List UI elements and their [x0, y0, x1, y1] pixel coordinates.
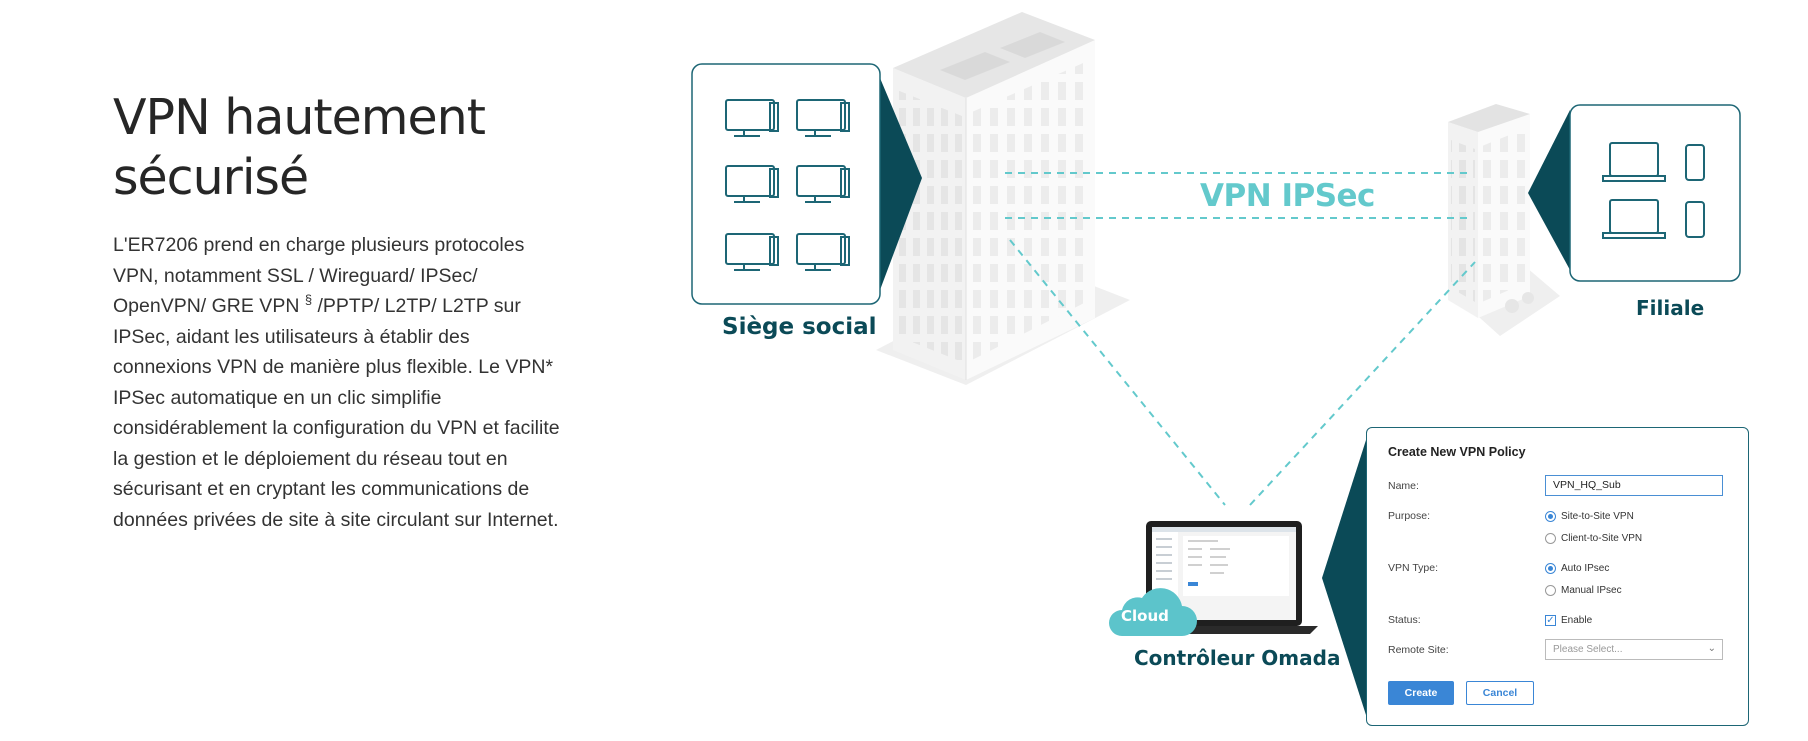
chevron-down-icon: ⌄ — [1707, 643, 1716, 654]
title-line-2: sécurisé — [113, 149, 309, 206]
checkbox-label: Enable — [1561, 615, 1593, 626]
remote-site-placeholder: Please Select... — [1553, 644, 1623, 655]
name-label: Name: — [1388, 480, 1419, 492]
hq-label: Siège social — [722, 314, 877, 340]
cloud-icon — [1109, 588, 1197, 636]
desktop-icon — [796, 165, 850, 203]
radio-selected-icon — [1545, 563, 1556, 574]
controller-label: Contrôleur Omada — [1134, 646, 1341, 670]
vpn-tunnel — [1005, 172, 1476, 506]
page-title: VPN hautement sécurisé — [113, 88, 563, 208]
purpose-site-to-site-radio[interactable]: Site-to-Site VPN — [1545, 511, 1634, 522]
checkbox-checked-icon: ✓ — [1545, 615, 1556, 626]
description-text-1: L'ER7206 prend en charge plusieurs proto… — [113, 234, 525, 317]
cloud-label: Cloud — [1121, 607, 1169, 625]
vpn-policy-form: Create New VPN Policy Name: VPN_HQ_Sub P… — [1366, 427, 1749, 726]
name-input[interactable]: VPN_HQ_Sub — [1545, 475, 1723, 496]
description-paragraph: L'ER7206 prend en charge plusieurs proto… — [113, 230, 563, 535]
radio-label: Manual IPsec — [1561, 585, 1622, 596]
description-text-2: /PPTP/ L2TP/ L2TP sur IPSec, aidant les … — [113, 295, 560, 531]
status-label: Status: — [1388, 614, 1421, 626]
cancel-button[interactable]: Cancel — [1466, 681, 1534, 705]
vpn-type-auto-radio[interactable]: Auto IPsec — [1545, 563, 1609, 574]
vpn-type-label: VPN Type: — [1388, 562, 1438, 574]
title-line-1: VPN hautement — [113, 89, 486, 146]
intro-section: VPN hautement sécurisé L'ER7206 prend en… — [113, 88, 563, 535]
radio-selected-icon — [1545, 511, 1556, 522]
radio-label: Client-to-Site VPN — [1561, 533, 1643, 544]
status-enable-checkbox[interactable]: ✓ Enable — [1545, 615, 1592, 626]
purpose-client-to-site-radio[interactable]: Client-to-Site VPN — [1545, 533, 1642, 544]
desktop-icon — [796, 99, 850, 137]
radio-label: Site-to-Site VPN — [1561, 511, 1634, 522]
laptop-icon — [1602, 142, 1666, 182]
form-title: Create New VPN Policy — [1388, 445, 1526, 459]
branch-building — [1448, 104, 1560, 336]
radio-label: Auto IPsec — [1561, 563, 1610, 574]
purpose-label: Purpose: — [1388, 510, 1431, 522]
vpn-ipsec-label: VPN IPSec — [1200, 178, 1375, 214]
desktop-icon — [725, 165, 779, 203]
hq-building — [876, 12, 1130, 385]
phone-icon — [1685, 144, 1705, 181]
form-connector — [1322, 440, 1366, 715]
footnote-mark: § — [304, 292, 313, 307]
vpn-type-manual-radio[interactable]: Manual IPsec — [1545, 585, 1622, 596]
phone-icon — [1685, 201, 1705, 238]
branch-label: Filiale — [1636, 296, 1705, 320]
hq-devices-card — [691, 63, 922, 305]
remote-site-select[interactable]: Please Select... ⌄ — [1545, 639, 1723, 660]
desktop-icon — [725, 233, 779, 271]
desktop-icon — [725, 99, 779, 137]
remote-site-label: Remote Site: — [1388, 644, 1449, 656]
branch-devices-card — [1528, 104, 1741, 282]
laptop-icon — [1602, 199, 1666, 239]
radio-unselected-icon — [1545, 533, 1556, 544]
desktop-icon — [796, 233, 850, 271]
create-button[interactable]: Create — [1388, 681, 1454, 705]
radio-unselected-icon — [1545, 585, 1556, 596]
